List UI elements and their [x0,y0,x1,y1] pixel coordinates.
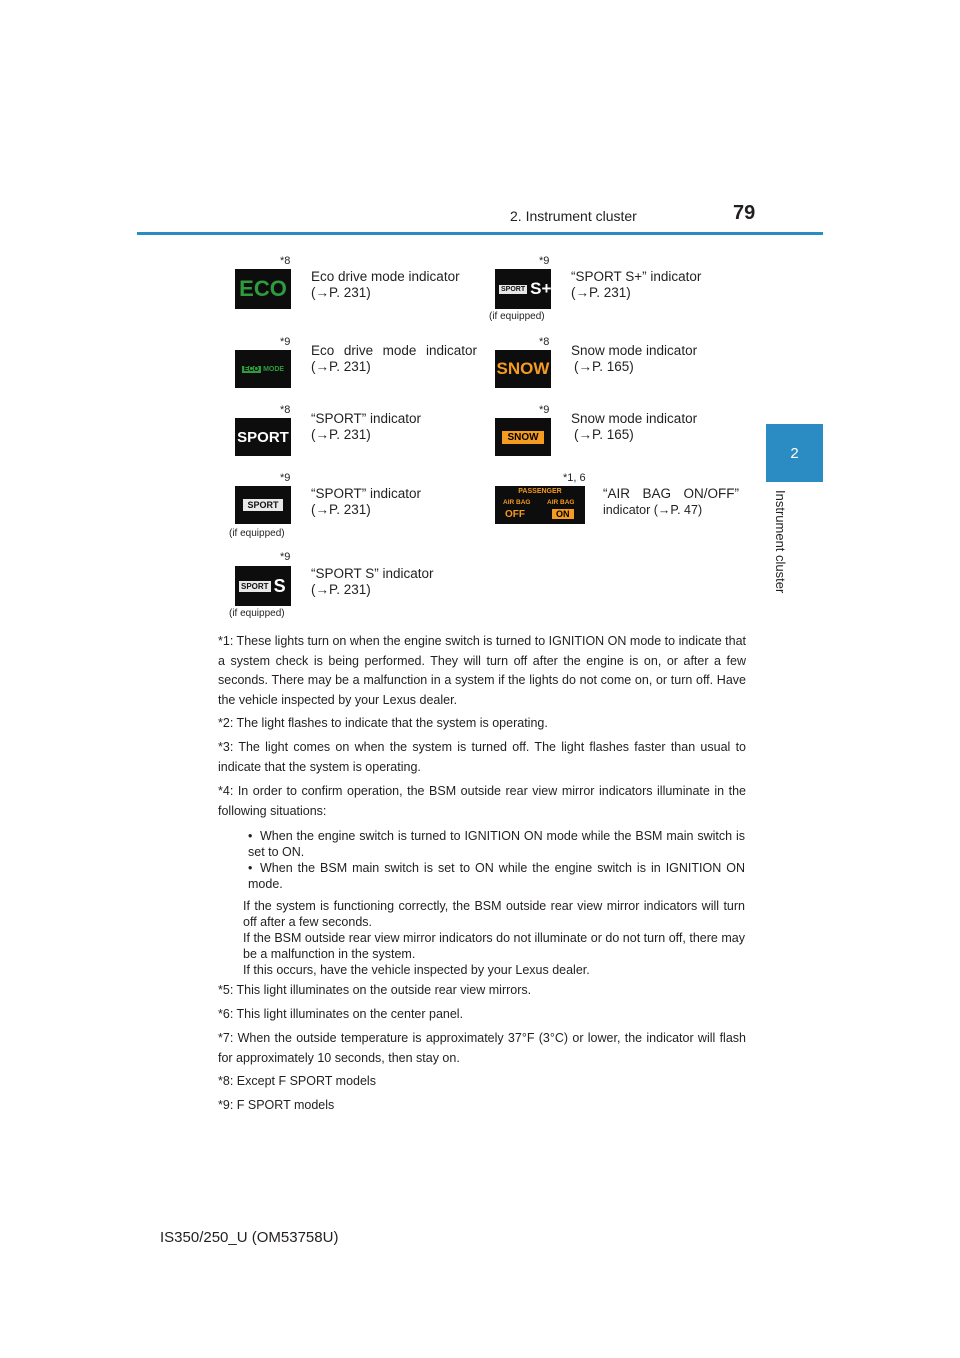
indicator-footnote-mark: *9 [539,255,550,267]
footnote-4-paragraph: If this occurs, have the vehicle inspect… [243,963,590,977]
indicator-label: Eco drive mode indicator(→P. 231) [311,269,460,300]
chapter-tab-label: Instrument cluster [773,490,788,594]
footnote-3: *3: The light comes on when the system i… [218,740,746,774]
if-equipped-note: (if equipped) [229,608,285,619]
chapter-number: 2 [790,444,799,462]
page-number: 79 [733,202,756,224]
section-title: 2. Instrument cluster [510,208,637,224]
eco-mode-fsport-icon: ECO MODE [235,350,291,388]
footnote-4: *4: In order to confirm operation, the B… [218,784,746,818]
indicator-footnote-mark: *8 [280,255,291,267]
footnote-4-paragraph: If the BSM outside rear view mirror indi… [243,931,745,961]
indicator-footnote-mark: *9 [280,336,291,348]
chapter-tab: 2 [766,424,823,482]
footnote-8: *8: Except F SPORT models [218,1074,376,1088]
indicator-footnote-mark: *1, 6 [563,472,586,484]
if-equipped-note: (if equipped) [229,528,285,539]
sport-s-plus-icon: SPORT S+ [495,269,551,309]
footnote-4-bullet: •When the BSM main switch is set to ON w… [248,861,745,891]
indicator-footnote-mark: *9 [280,472,291,484]
indicator-label: Snow mode indicator(→P. 165) [571,411,698,442]
snow-mode-fsport-icon: SNOW [495,418,551,456]
indicator-label: Eco drive mode indicator(→P. 231) [311,343,477,374]
if-equipped-note: (if equipped) [489,311,545,322]
indicator-label: “SPORT S” indicator(→P. 231) [311,566,434,597]
footnote-1: *1: These lights turn on when the engine… [218,634,746,707]
footnote-4-paragraph: If the system is functioning correctly, … [243,899,745,929]
sport-indicator-icon: SPORT [235,418,291,456]
footnote-6: *6: This light illuminates on the center… [218,1007,464,1021]
indicator-label: “SPORT” indicator(→P. 231) [311,486,422,517]
eco-drive-mode-icon: ECO [235,269,291,309]
footnote-7: *7: When the outside temperature is appr… [218,1031,746,1065]
indicator-label: “SPORT” indicator(→P. 231) [311,411,422,442]
indicator-footnote-mark: *9 [280,551,291,563]
snow-mode-icon: SNOW [495,350,551,388]
indicator-footnote-mark: *8 [280,404,291,416]
indicator-label: “AIR BAG ON/OFF”indicator (→P. 47) [603,486,739,517]
sport-fsport-icon: SPORT [235,486,291,524]
footnote-5: *5: This light illuminates on the outsid… [218,983,532,997]
indicator-label: “SPORT S+” indicator(→P. 231) [571,269,702,300]
indicator-footnote-mark: *9 [539,404,550,416]
document-code: IS350/250_U (OM53758U) [160,1229,339,1246]
indicator-label: Snow mode indicator(→P. 165) [571,343,698,374]
footnote-2: *2: The light flashes to indicate that t… [218,716,548,730]
footnote-4-bullet: •When the engine switch is turned to IGN… [248,829,745,859]
indicator-footnote-mark: *8 [539,336,550,348]
footnote-9: *9: F SPORT models [218,1098,335,1112]
airbag-on-off-icon: PASSENGER AIR BAG AIR BAG OFF ON [495,486,585,524]
header-rule [137,232,823,235]
sport-s-icon: SPORT S [235,566,291,606]
